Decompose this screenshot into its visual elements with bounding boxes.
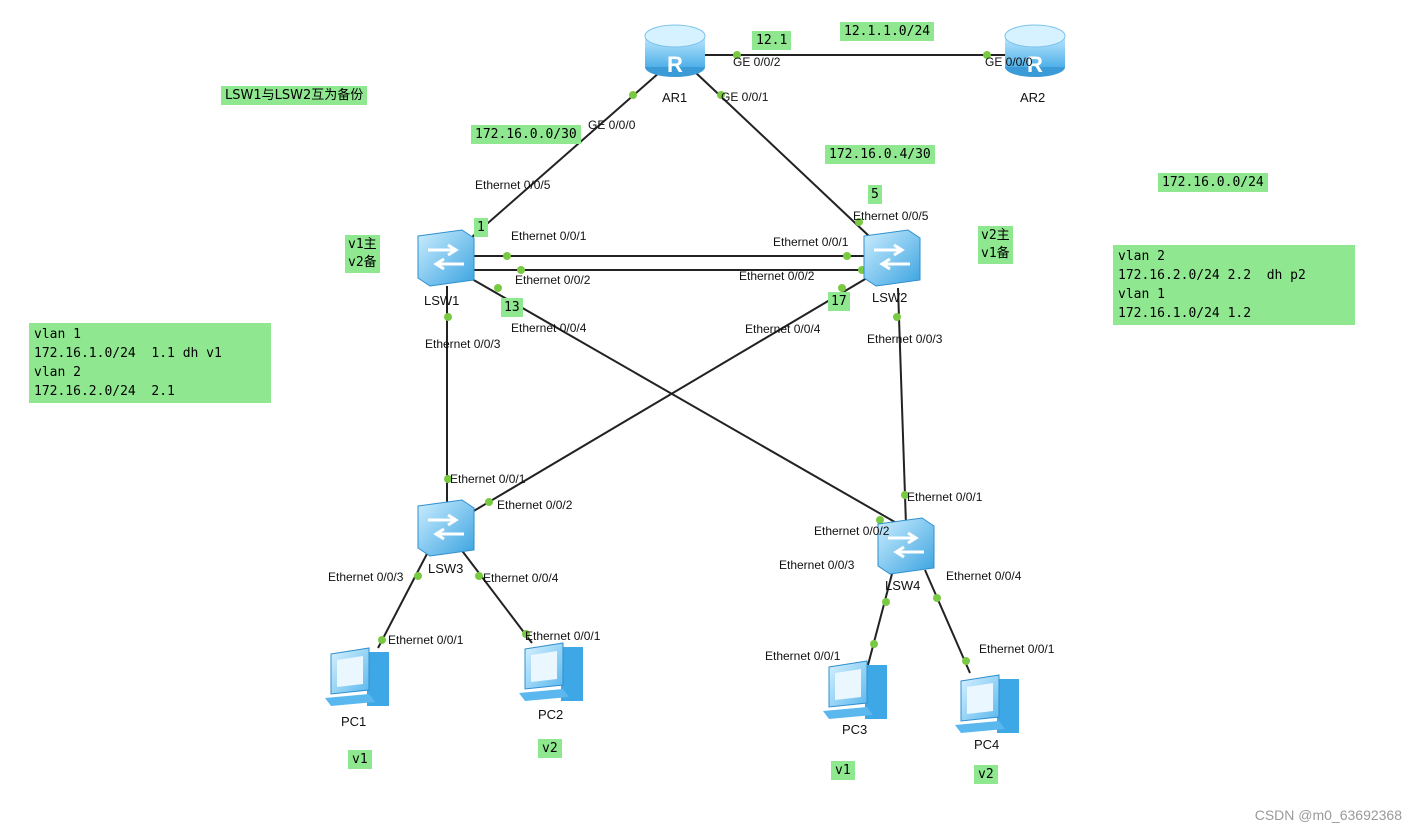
svg-text:R: R [1027, 52, 1043, 77]
pc2-label: PC2 [538, 707, 564, 722]
port-label: Ethernet 0/0/4 [745, 322, 821, 336]
port-label: Ethernet 0/0/2 [515, 273, 591, 287]
link-lsw1-lsw4 [464, 274, 901, 526]
port-dots [378, 51, 991, 665]
port-label: Ethernet 0/0/1 [525, 629, 601, 643]
note-pc3-vlan: v1 [831, 761, 855, 780]
port-label: Ethernet 0/0/2 [814, 524, 890, 538]
port-label: Ethernet 0/0/4 [511, 321, 587, 335]
port-label: Ethernet 0/0/1 [450, 472, 526, 486]
port-label: Ethernet 0/0/4 [946, 569, 1022, 583]
link-lsw2-lsw4 [897, 287, 907, 526]
note-lsw1-role: v1主 v2备 [345, 235, 380, 273]
svg-text:R: R [667, 52, 683, 77]
port-label: Ethernet 0/0/2 [497, 498, 573, 512]
port-label: GE 0/0/0 [985, 55, 1033, 69]
router-icon[interactable]: R [1004, 24, 1066, 77]
note-host-5: 5 [868, 185, 882, 204]
pc-icon[interactable] [519, 642, 583, 701]
lsw1-label: LSW1 [424, 293, 460, 308]
port-label: Ethernet 0/0/4 [483, 571, 559, 585]
note-host-13: 13 [501, 298, 523, 317]
switch-icon[interactable] [863, 229, 921, 287]
port-label: Ethernet 0/0/1 [979, 642, 1055, 656]
port-label: Ethernet 0/0/3 [779, 558, 855, 572]
link-lsw3-pc2 [459, 547, 533, 644]
port-label: Ethernet 0/0/1 [907, 490, 983, 504]
lsw4-label: LSW4 [885, 578, 921, 593]
port-label: Ethernet 0/0/5 [475, 178, 551, 192]
link-lsw3-pc1 [377, 547, 431, 649]
note-ip-12-1: 12.1 [752, 31, 792, 50]
note-net-12: 12.1.1.0/24 [840, 22, 935, 41]
port-label: Ethernet 0/0/3 [425, 337, 501, 351]
pc3-label: PC3 [842, 722, 868, 737]
port-label: Ethernet 0/0/3 [328, 570, 404, 584]
pc4-label: PC4 [974, 737, 1000, 752]
note-backup: LSW1与LSW2互为备份 [221, 86, 368, 105]
link-lsw4-pc4 [924, 569, 971, 674]
port-label: Ethernet 0/0/1 [765, 649, 841, 663]
note-lsw2-config: vlan 2 172.16.2.0/24 2.2 dh p2 vlan 1 17… [1113, 245, 1355, 325]
links [377, 54, 1008, 674]
switch-icon[interactable] [877, 517, 935, 575]
pc1-label: PC1 [341, 714, 367, 729]
link-ar1-lsw2 [694, 71, 871, 238]
port-label: GE 0/0/1 [721, 90, 769, 104]
note-pc2-vlan: v2 [538, 739, 562, 758]
pc-icon[interactable] [955, 674, 1019, 733]
switch-icon[interactable] [417, 499, 475, 557]
note-host-17: 17 [828, 292, 850, 311]
port-label: Ethernet 0/0/1 [388, 633, 464, 647]
note-net-summary: 172.16.0.0/24 [1158, 173, 1268, 192]
port-label: Ethernet 0/0/2 [739, 269, 815, 283]
router-icon[interactable]: R [644, 24, 706, 77]
ar1-label: AR1 [662, 90, 688, 105]
note-host-1: 1 [474, 218, 488, 237]
watermark: CSDN @m0_63692368 [1254, 807, 1402, 823]
note-pc1-vlan: v1 [348, 750, 372, 769]
ar2-label: AR2 [1020, 90, 1046, 105]
note-pc4-vlan: v2 [974, 765, 998, 784]
pc-icon[interactable] [325, 647, 389, 706]
note-net-ar1-lsw1: 172.16.0.0/30 [471, 125, 581, 144]
switch-icon[interactable] [417, 229, 475, 287]
link-lsw4-pc3 [867, 569, 894, 666]
link-lsw2-lsw3 [471, 274, 873, 513]
pc-icon[interactable] [823, 660, 887, 719]
lsw2-label: LSW2 [872, 290, 908, 305]
port-label: Ethernet 0/0/5 [853, 209, 929, 223]
note-net-ar1-lsw2: 172.16.0.4/30 [825, 145, 935, 164]
lsw3-label: LSW3 [428, 561, 464, 576]
note-lsw2-role: v2主 v1备 [978, 226, 1013, 264]
port-label: Ethernet 0/0/1 [773, 235, 849, 249]
port-label: Ethernet 0/0/1 [511, 229, 587, 243]
link-ar1-lsw1 [471, 71, 661, 238]
port-label: Ethernet 0/0/3 [867, 332, 943, 346]
note-lsw1-config: vlan 1 172.16.1.0/24 1.1 dh v1 vlan 2 17… [29, 323, 271, 403]
port-label: GE 0/0/0 [588, 118, 636, 132]
port-label: GE 0/0/2 [733, 55, 781, 69]
